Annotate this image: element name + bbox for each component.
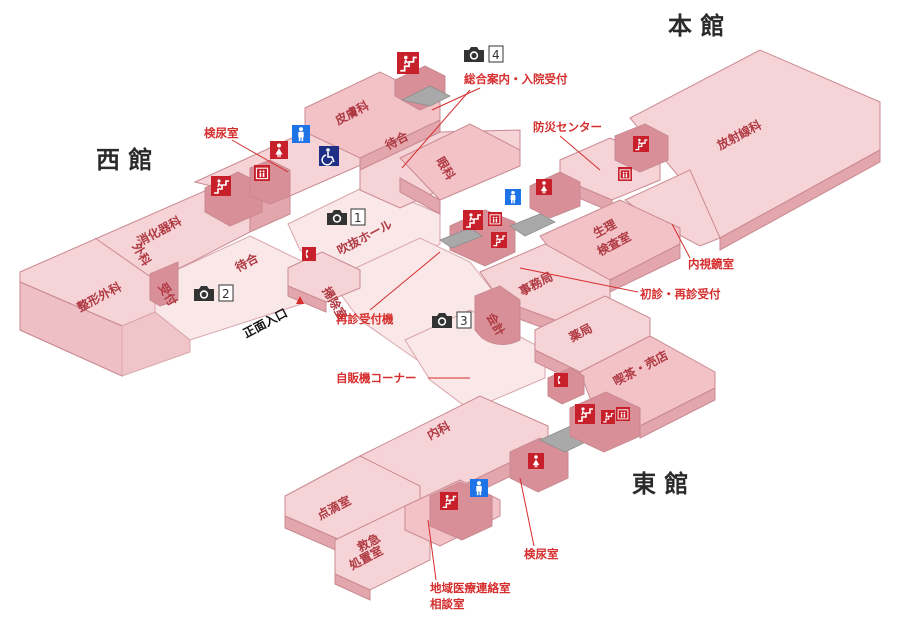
photo-points: 1 2 3 4 (194, 45, 504, 329)
east-building-label: 東 館 (632, 470, 688, 498)
reception-machine-callout: 再診受付機 (336, 312, 394, 326)
cashier-counter[interactable] (474, 285, 521, 345)
stairs-icon (462, 210, 484, 230)
phone-icon (302, 247, 316, 261)
female-restroom-icon (536, 179, 552, 195)
stairs-icon (397, 52, 419, 74)
vending-corner-callout: 自販機コーナー (336, 371, 417, 385)
photo-point-4[interactable]: 4 (464, 45, 504, 63)
male-restroom-icon (470, 479, 488, 497)
urine-test-west-callout: 検尿室 (204, 126, 239, 140)
callouts: 検尿室 総合案内・入院受付 防災センター 内視鏡室 初診・再診受付 再診受付機 … (204, 72, 734, 611)
community-liaison-callout-1: 地域医療連絡室 (430, 581, 511, 595)
camera-icon (464, 47, 484, 62)
photo-point-1[interactable]: 1 (327, 208, 366, 226)
photo-point-4-number: 4 (492, 48, 500, 62)
photo-point-3-number: 3 (460, 314, 468, 328)
stairs-icon (210, 176, 232, 196)
building-labels: 本 館 西 館 東 館 (96, 12, 724, 498)
female-restroom-icon (528, 453, 544, 469)
stairs-icon (490, 232, 508, 248)
stairs-icon (440, 492, 458, 510)
central-area (287, 65, 546, 411)
stairs-icon (632, 136, 650, 152)
community-liaison-callout-2: 相談室 (430, 597, 465, 611)
west-building-label: 西 館 (96, 146, 152, 174)
photo-point-2-number: 2 (222, 287, 230, 301)
stairs-icon (574, 404, 596, 424)
phone-icon (554, 373, 568, 387)
west-wing (19, 71, 441, 377)
accessible-restroom-icon (318, 146, 340, 166)
general-info-callout: 総合案内・入院受付 (464, 72, 568, 86)
photo-point-2[interactable]: 2 (194, 284, 234, 302)
elevator-icon (616, 406, 630, 422)
urine-test-east-callout: 検尿室 (524, 547, 559, 561)
elevator-icon (488, 212, 502, 226)
entrance-arrow-icon (296, 296, 304, 304)
first-visit-callout: 初診・再診受付 (640, 287, 721, 301)
photo-point-1-number: 1 (354, 211, 362, 225)
elevator-icon (254, 164, 270, 182)
female-restroom-icon (270, 141, 288, 159)
stairs-icon (600, 410, 616, 424)
main-building-label: 本 館 (668, 12, 724, 40)
ophthalmology-room[interactable] (399, 123, 521, 201)
male-restroom-icon (505, 189, 521, 205)
disaster-center-callout: 防災センター (533, 120, 602, 134)
photo-point-3[interactable]: 3 (432, 311, 472, 329)
west-reception-counter[interactable] (149, 261, 179, 307)
elevator-icon (618, 166, 632, 182)
male-restroom-icon (292, 125, 310, 143)
endoscopy-callout: 内視鏡室 (688, 257, 734, 271)
